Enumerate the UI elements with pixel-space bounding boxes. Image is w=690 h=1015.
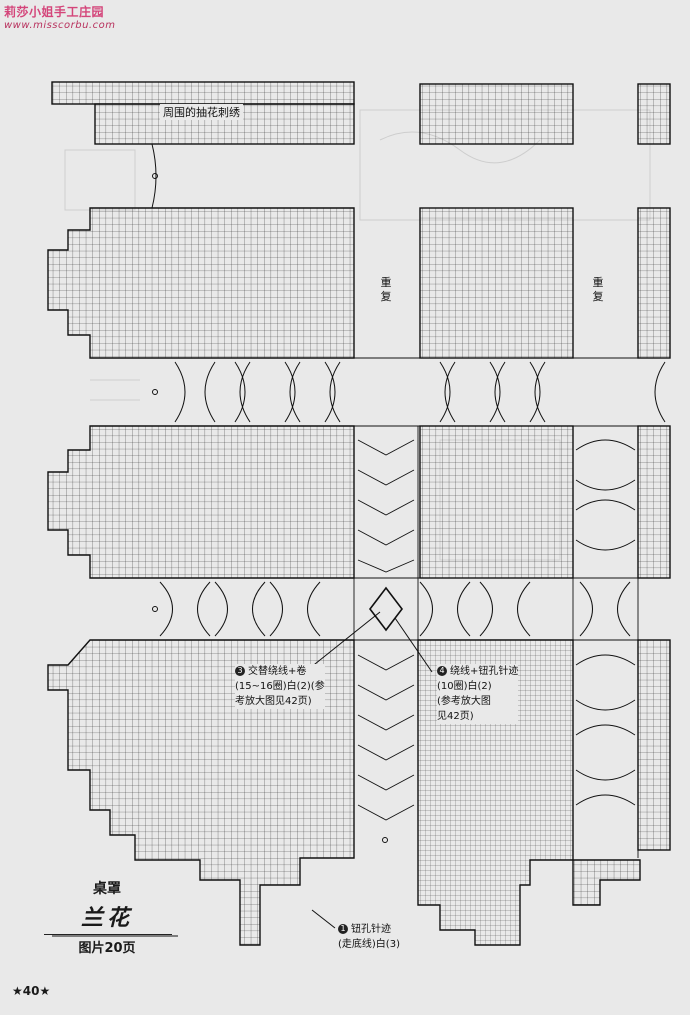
- title-divider: [44, 934, 172, 935]
- note-3-line-2: (15~16圈)白(2)(参: [235, 681, 325, 692]
- note-1-line-1: 钮孔针迹: [351, 924, 391, 935]
- note-3-number: 3: [235, 666, 245, 676]
- watermark-name: 莉莎小姐手工庄园: [4, 5, 105, 19]
- note-1-number: 1: [338, 924, 348, 934]
- note-4-line-1: 绕线+钮孔针迹: [450, 666, 519, 677]
- note-3-line-1: 交替绕线+卷: [248, 666, 307, 677]
- pattern-title: 桌罩 兰花 图片20页: [44, 878, 172, 956]
- watermark: 莉莎小姐手工庄园 www.misscorbu.com: [4, 6, 115, 32]
- watermark-url: www.misscorbu.com: [4, 20, 116, 31]
- note-4-line-2: (10圈)白(2): [437, 681, 492, 692]
- pattern-name: 兰花: [80, 906, 133, 931]
- page-number: ★40★: [12, 984, 51, 998]
- note-4-line-4: 见42页): [437, 711, 474, 722]
- pattern-category: 桌罩: [93, 881, 121, 897]
- border-embroidery-label: 周围的抽花刺绣: [160, 104, 243, 120]
- drawn-thread-column: [353, 426, 639, 858]
- note-4-number: 4: [437, 666, 447, 676]
- repeat-label-left: 重复: [380, 276, 392, 303]
- note-4-line-3: (参考放大图: [437, 696, 491, 707]
- note-3-line-3: 考放大图见42页): [235, 696, 312, 707]
- drawn-thread-band: [150, 357, 670, 641]
- note-1-line-2: (走底线)白(3): [338, 939, 400, 950]
- photo-reference: 图片20页: [78, 941, 136, 956]
- pattern-grid: [47, 81, 671, 946]
- repeat-label-right: 重复: [592, 276, 604, 303]
